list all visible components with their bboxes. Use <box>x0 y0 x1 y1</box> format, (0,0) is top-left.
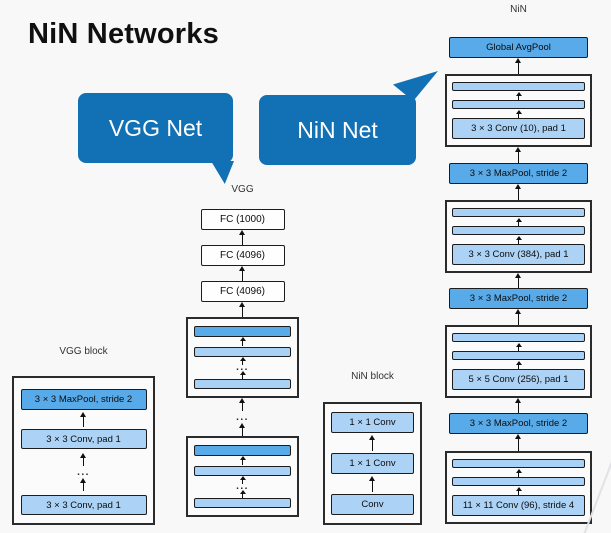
nin-block-box: 3 × 3 Conv (10), pad 1 <box>445 74 592 147</box>
nin-block-panel-label: NiN block <box>351 371 394 382</box>
global-avgpool-layer: Global AvgPool <box>449 37 588 58</box>
conv-layer: 3 × 3 Conv (384), pad 1 <box>452 244 585 265</box>
nin-net-callout: NiN Net <box>259 95 416 165</box>
conv-layer: 3 × 3 Conv, pad 1 <box>20 429 147 449</box>
conv-layer: 1 × 1 Conv <box>331 412 414 433</box>
arrow-up-icon <box>514 398 523 413</box>
arrow-up-icon <box>515 486 522 495</box>
arrow-up-icon <box>515 360 522 369</box>
layer-bar <box>452 82 585 91</box>
maxpool-layer: 3 × 3 MaxPool, stride 2 <box>449 163 588 184</box>
nin-block-box: 3 × 3 Conv (384), pad 1 <box>445 200 592 273</box>
layer-bar <box>194 378 291 389</box>
arrow-up-icon <box>514 58 523 74</box>
layer-bar <box>194 326 291 337</box>
arrow-up-icon <box>515 342 522 351</box>
layer-bar <box>194 445 291 456</box>
vgg-block-panel-label: VGG block <box>59 346 108 357</box>
conv-layer: 3 × 3 Conv, pad 1 <box>20 495 147 515</box>
vgg-network-diagram: VGG FC (1000) FC (4096) FC (4096) ... ..… <box>186 184 299 517</box>
vgg-block-box: ... <box>186 317 299 398</box>
layer-bar <box>452 351 585 360</box>
layer-bar <box>452 333 585 342</box>
vgg-block-panel: 3 × 3 MaxPool, stride 2 3 × 3 Conv, pad … <box>12 376 155 525</box>
arrow-up-icon <box>79 478 88 491</box>
fc-layer: FC (4096) <box>200 245 285 266</box>
nin-column-label: NiN <box>510 4 527 15</box>
conv-layer: Conv <box>331 494 414 515</box>
arrow-up-icon <box>515 217 522 226</box>
maxpool-layer: 3 × 3 MaxPool, stride 2 <box>20 389 147 410</box>
arrow-up-icon <box>239 475 246 484</box>
conv-layer: 3 × 3 Conv (10), pad 1 <box>452 118 585 139</box>
arrow-up-icon <box>79 453 88 466</box>
arrow-up-icon <box>239 489 246 498</box>
arrow-up-icon <box>514 309 523 325</box>
fc-layer: FC (4096) <box>200 281 285 302</box>
arrow-up-icon <box>514 434 523 451</box>
nin-block-panel: 1 × 1 Conv 1 × 1 Conv Conv <box>323 402 422 525</box>
conv-layer: 11 × 11 Conv (96), stride 4 <box>452 495 585 516</box>
nin-net-callout-label: NiN Net <box>297 116 378 143</box>
maxpool-layer: 3 × 3 MaxPool, stride 2 <box>449 288 588 309</box>
arrow-up-icon <box>368 435 377 451</box>
arrow-up-icon <box>514 147 523 163</box>
arrow-up-icon <box>515 235 522 244</box>
layer-bar <box>452 208 585 217</box>
arrow-up-icon <box>239 456 246 466</box>
ellipsis: ... <box>236 362 249 374</box>
ellipsis: ... <box>236 481 249 493</box>
arrow-up-icon <box>79 412 88 427</box>
nin-block-box: 11 × 11 Conv (96), stride 4 <box>445 451 592 524</box>
nin-block-box: 5 × 5 Conv (256), pad 1 <box>445 325 592 398</box>
layer-bar <box>452 100 585 109</box>
page-title: NiN Networks <box>28 18 219 50</box>
arrow-up-icon <box>514 273 523 288</box>
arrow-up-icon <box>515 468 522 477</box>
ellipsis: ... <box>77 467 90 478</box>
arrow-up-icon <box>239 370 246 379</box>
arrow-up-icon <box>514 184 523 200</box>
layer-bar <box>452 226 585 235</box>
nin-network-diagram: NiN Global AvgPool 3 × 3 Conv (10), pad … <box>445 4 592 524</box>
arrow-up-icon <box>515 91 522 100</box>
maxpool-layer: 3 × 3 MaxPool, stride 2 <box>449 413 588 434</box>
fc-layer: FC (1000) <box>200 209 285 230</box>
arrow-up-icon <box>239 337 246 347</box>
arrow-up-icon <box>239 356 246 365</box>
arrow-up-icon <box>368 476 377 492</box>
vgg-net-callout: VGG Net <box>78 93 233 163</box>
arrow-up-icon <box>238 423 247 436</box>
layer-bar <box>194 346 291 357</box>
arrow-up-icon <box>238 266 247 281</box>
arrow-up-icon <box>238 302 247 317</box>
arrow-up-icon <box>238 398 247 411</box>
layer-bar <box>194 497 291 508</box>
arrow-up-icon <box>238 230 247 245</box>
vgg-block-box: ... <box>186 436 299 517</box>
arrow-up-icon <box>515 109 522 118</box>
conv-layer: 5 × 5 Conv (256), pad 1 <box>452 369 585 390</box>
vgg-net-callout-label: VGG Net <box>108 114 203 141</box>
vgg-callout-tail-icon <box>211 161 234 184</box>
vgg-column-label: VGG <box>231 184 254 195</box>
conv-layer: 1 × 1 Conv <box>331 453 414 474</box>
layer-bar <box>194 465 291 476</box>
layer-bar <box>452 477 585 486</box>
layer-bar <box>452 459 585 468</box>
ellipsis: ... <box>236 412 249 423</box>
